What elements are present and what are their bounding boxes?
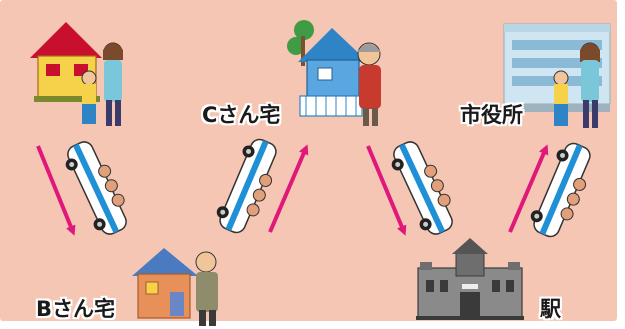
arrow-icon xyxy=(508,144,549,233)
label-city-hall: 市役所 xyxy=(460,103,523,127)
arrow-icon xyxy=(36,145,76,236)
arrow-icon xyxy=(268,144,309,233)
label-b-house: Bさん宅 xyxy=(36,297,116,321)
label-station: 駅 xyxy=(540,297,561,321)
station-building-icon xyxy=(416,238,524,320)
blue-house-with-grandmother-icon xyxy=(287,20,381,126)
car-icon xyxy=(384,135,463,241)
label-c-house: Cさん宅 xyxy=(202,103,281,127)
car-icon xyxy=(525,137,600,243)
orange-house-with-grandfather-icon xyxy=(132,248,218,326)
house-with-mother-and-child-icon xyxy=(30,22,123,126)
arrow-icon xyxy=(366,145,407,236)
city-hall-building-with-family-icon xyxy=(503,23,611,128)
